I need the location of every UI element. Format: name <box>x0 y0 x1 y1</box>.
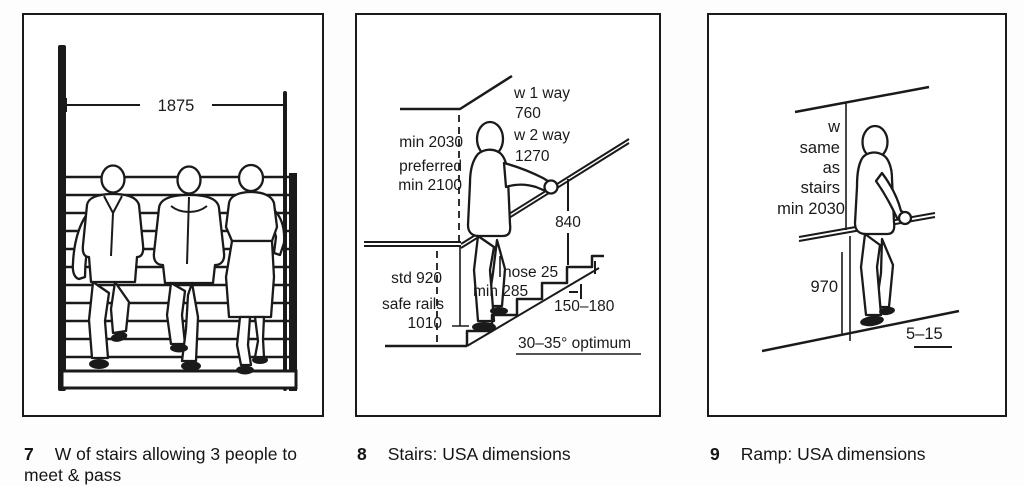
rail-840-label: 840 <box>555 214 581 231</box>
person-centre <box>152 165 226 371</box>
tread-min-label: min 285 <box>473 283 528 300</box>
figure-9-number: 9 <box>710 443 720 464</box>
left-handrail-post <box>58 45 66 391</box>
width-label-line2: same <box>800 139 840 157</box>
landing-handrail <box>364 241 461 247</box>
figure-9-caption: 9 Ramp: USA dimensions <box>710 444 1010 465</box>
rail-std-label: std 920 <box>391 270 442 287</box>
figure-7-panel: 1875 <box>22 13 324 417</box>
width-label-line1: w <box>827 118 840 136</box>
person-on-ramp <box>853 124 913 327</box>
width-label-line3: as <box>823 159 840 177</box>
figure-7-caption-text: W of stairs allowing 3 people to meet & … <box>24 443 297 485</box>
figure-8-caption: 8 Stairs: USA dimensions <box>357 444 657 465</box>
headroom-min-label: min 2030 <box>399 134 463 151</box>
headroom-preferred-value: min 2100 <box>398 177 462 194</box>
right-wall-edge <box>289 173 297 391</box>
width-dimension-line <box>65 98 285 112</box>
hand-on-rail <box>543 179 559 195</box>
figure-8-number: 8 <box>357 443 367 464</box>
headroom-ceiling-line <box>400 74 513 111</box>
rail-height-label: 970 <box>810 278 838 296</box>
ramp-section-drawing: w same as stairs min 2030 970 5–15 <box>761 85 960 353</box>
person-right <box>224 163 286 375</box>
ceiling-line <box>794 85 930 114</box>
figure-8-caption-text: Stairs: USA dimensions <box>387 443 571 464</box>
width-one-way-value: 760 <box>515 105 541 122</box>
width-two-way-label: w 2 way <box>513 127 570 144</box>
figure-8-panel: min 2030 preferred min 2100 w 1 way 760 … <box>355 13 661 417</box>
bottom-landing <box>60 369 298 390</box>
figure-9-caption-text: Ramp: USA dimensions <box>740 443 926 464</box>
width-one-way-label: w 1 way <box>513 85 570 102</box>
ramp-surface-line <box>761 309 960 353</box>
stairs-front-view-drawing: 1875 <box>58 45 298 391</box>
width-two-way-value: 1270 <box>515 148 550 165</box>
rail-height-dimension-lines <box>841 236 851 341</box>
rail-safe-value: 1010 <box>408 315 443 332</box>
width-label-line4: stairs <box>801 179 840 197</box>
hand-on-rail <box>897 210 913 226</box>
pitch-line <box>466 267 600 347</box>
riser-dimension-symbol <box>569 284 582 299</box>
headroom-min-label: min 2030 <box>777 200 845 218</box>
figure-7-number: 7 <box>24 443 34 464</box>
rail-safe-dimension-line <box>452 246 469 327</box>
pitch-optimum-label: 30–35° optimum <box>518 335 631 352</box>
gradient-label: 5–15 <box>906 325 943 343</box>
stairs-section-drawing: min 2030 preferred min 2100 w 1 way 760 … <box>364 74 641 355</box>
headroom-preferred-label: preferred <box>399 158 462 175</box>
person-left <box>71 164 145 369</box>
rail-safe-label: safe rails <box>382 296 444 313</box>
stair-width-label: 1875 <box>158 97 195 115</box>
figure-9-panel: w same as stairs min 2030 970 5–15 <box>707 13 1007 417</box>
riser-range-label: 150–180 <box>554 298 615 315</box>
nosing-label: nose 25 <box>503 264 558 281</box>
